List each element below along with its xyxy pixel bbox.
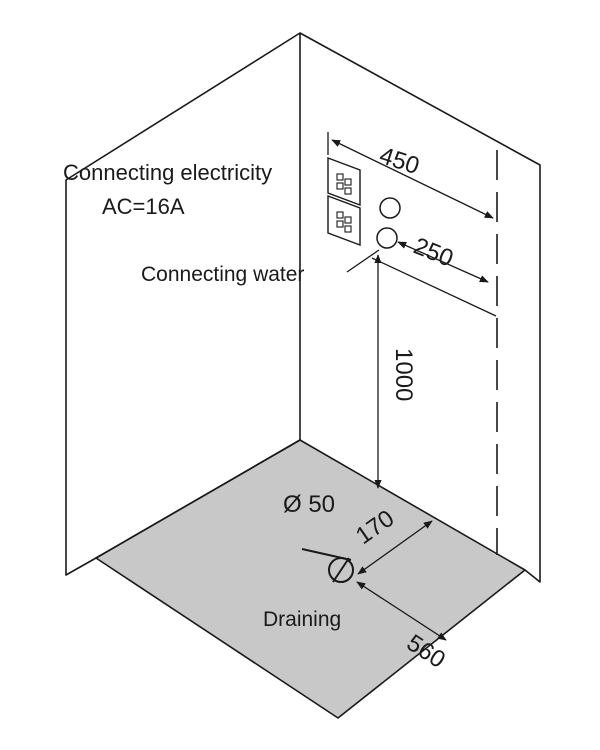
water-label: Connecting water xyxy=(141,263,304,286)
wall-reference-line xyxy=(371,257,497,317)
draining-label: Draining xyxy=(263,608,341,631)
left-wall xyxy=(65,32,301,576)
current-rating-label: AC=16A xyxy=(102,194,185,219)
outlet-width-value: 450 xyxy=(376,142,422,180)
water-offset-dimension xyxy=(397,241,489,283)
drain-side-dimension xyxy=(356,581,447,641)
water-leader-line xyxy=(346,249,380,273)
electrical-outlets xyxy=(327,156,361,247)
water-inlet-icon xyxy=(376,227,398,249)
electricity-label: Connecting electricity xyxy=(63,160,272,185)
floor xyxy=(95,439,526,719)
water-offset-value: 250 xyxy=(410,233,457,273)
outlet-width-dimension xyxy=(331,139,494,219)
water-height-value: 1000 xyxy=(390,348,417,401)
water-inlet-icon xyxy=(379,197,401,219)
drain-icon xyxy=(301,548,354,583)
drain-diameter-value: Ø 50 xyxy=(283,491,335,518)
right-wall xyxy=(299,32,541,583)
drain-back-dimension xyxy=(357,520,433,575)
